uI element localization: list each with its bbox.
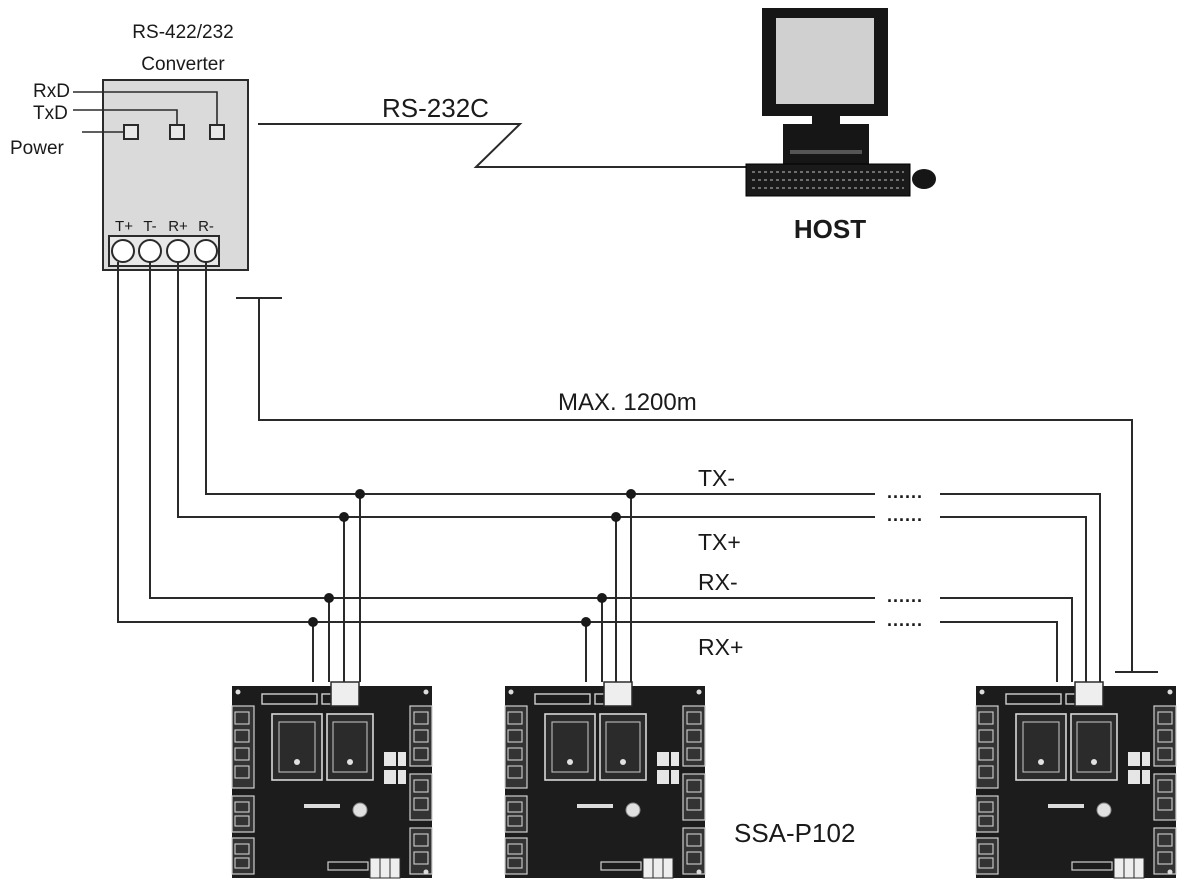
continuation-dots-rx-plus: ...... — [887, 610, 923, 630]
keyboard-icon — [745, 163, 911, 197]
controller-board-1 — [231, 681, 433, 879]
bus-label-tx-minus: TX- — [698, 465, 735, 491]
terminal-label-rplus: R+ — [168, 218, 188, 235]
continuation-dots-tx-minus: ...... — [887, 482, 923, 502]
indicator-label-txd: TxD — [33, 103, 68, 124]
host-label: HOST — [794, 214, 866, 244]
terminal-rminus-icon — [194, 239, 218, 263]
rs232-label: RS-232C — [382, 93, 489, 123]
bus-label-rx-plus: RX+ — [698, 634, 743, 660]
host-computer: HOST — [745, 8, 936, 244]
continuation-dots-rx-minus: ...... — [887, 586, 923, 606]
txd-led-icon — [169, 124, 185, 140]
mouse-icon — [912, 169, 936, 189]
bus-wiring: ...... ...... ...... ...... TX- TX+ RX- … — [117, 262, 1101, 682]
converter-title-line1: RS-422/232 — [132, 22, 233, 43]
indicator-label-rxd: RxD — [33, 81, 70, 102]
controller-label: SSA-P102 — [734, 818, 855, 848]
continuation-dots-tx-plus: ...... — [887, 505, 923, 525]
terminal-label-tplus: T+ — [115, 218, 133, 235]
distance-marker: MAX. 1200m — [236, 297, 1158, 673]
controller-board-2 — [504, 681, 706, 879]
converter-unit: RS-422/232 Converter RxD TxD Power T+ T-… — [10, 22, 249, 271]
terminal-tminus-icon — [138, 239, 162, 263]
cpu-case-icon — [783, 124, 869, 166]
terminal-rplus-icon — [166, 239, 190, 263]
indicator-label-power: Power — [10, 138, 65, 159]
power-led-icon — [123, 124, 139, 140]
monitor-screen — [776, 18, 874, 104]
bus-label-rx-minus: RX- — [698, 569, 738, 595]
bus-label-tx-plus: TX+ — [698, 529, 741, 555]
rxd-led-icon — [209, 124, 225, 140]
controller-board-3 — [975, 681, 1177, 879]
rs232-link: RS-232C — [258, 93, 748, 168]
terminal-label-rminus: R- — [198, 218, 214, 235]
converter-title-line2: Converter — [141, 54, 225, 75]
terminal-label-tminus: T- — [143, 218, 156, 235]
terminal-tplus-icon — [111, 239, 135, 263]
distance-label: MAX. 1200m — [558, 389, 697, 416]
